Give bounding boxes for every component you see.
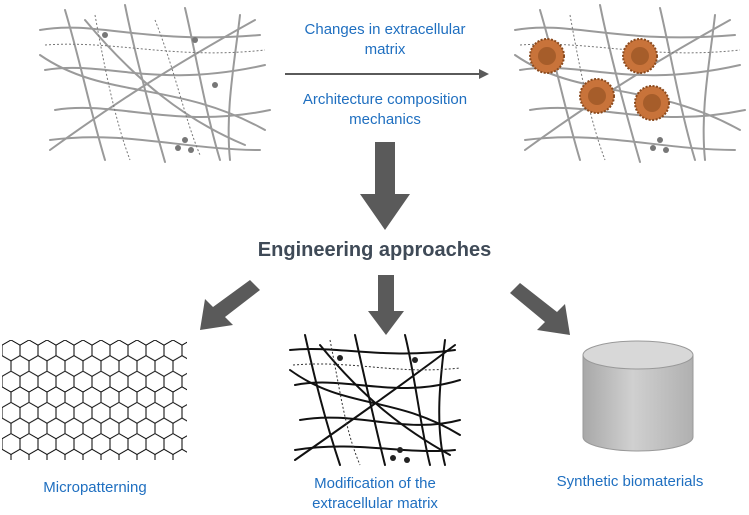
label-changes-ecm: Changes in extracellular matrix xyxy=(304,21,466,58)
down-arrow-icon xyxy=(360,142,410,230)
label-micropatterning: Micropatterning xyxy=(43,479,147,496)
arrow-down-center-icon xyxy=(368,275,404,335)
cylinder-icon xyxy=(582,340,694,452)
cell-2 xyxy=(622,38,658,74)
label-synthetic: Synthetic biomaterials xyxy=(556,473,704,490)
arrow-down-right-icon xyxy=(510,283,570,335)
modified-ecm-fibers xyxy=(289,334,461,466)
cell-1 xyxy=(529,38,565,74)
label-modification: Modification of the extracellular matrix xyxy=(312,475,438,512)
cell-4 xyxy=(634,85,670,121)
honeycomb-pattern xyxy=(2,340,187,460)
cell-3 xyxy=(579,78,615,114)
center-title: Engineering approaches xyxy=(257,239,492,261)
right-arrow-icon xyxy=(285,69,489,79)
label-architecture: Architecture composition mechanics xyxy=(302,91,468,128)
ecm-fibers-top-left xyxy=(39,4,271,163)
arrow-down-left-icon xyxy=(200,280,260,330)
